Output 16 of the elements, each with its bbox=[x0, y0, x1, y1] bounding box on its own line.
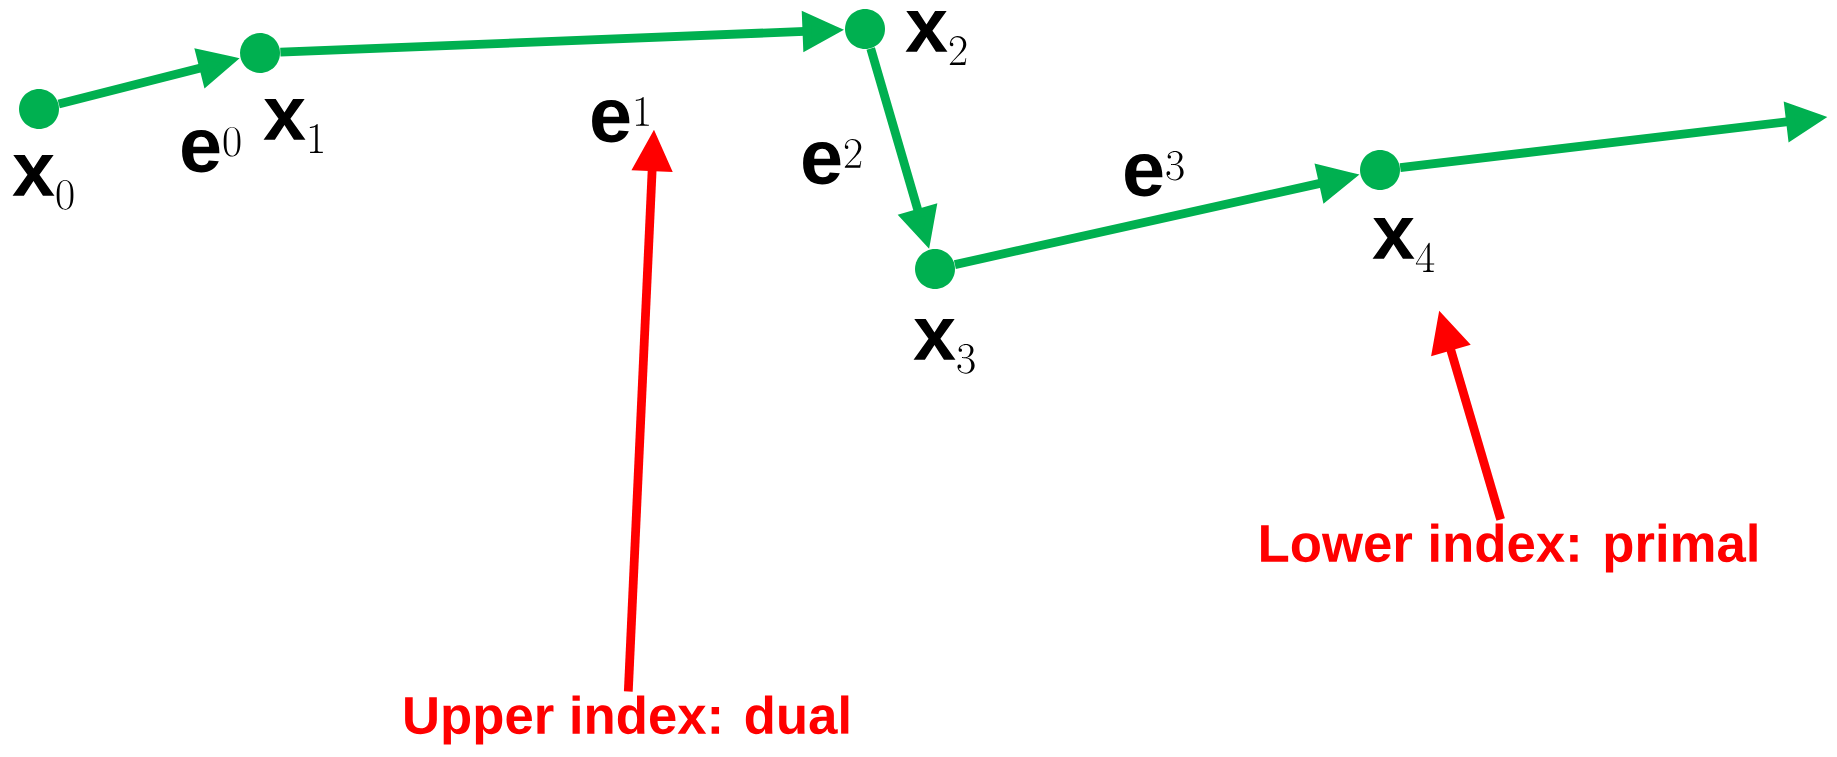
point-label: $\mathbf{x}_4$ bbox=[1372, 218, 1435, 272]
point-label: $\mathbf{x}_0$ bbox=[12, 155, 74, 210]
edge-label: $\mathbf{e}^1$ bbox=[592, 96, 649, 143]
point-dot bbox=[19, 89, 59, 129]
annotation-text: Upper index: dual bbox=[405, 695, 849, 745]
annotation-text: Lower index: primal bbox=[1261, 523, 1757, 573]
edge-label: $\mathbf{e}^3$ bbox=[1125, 150, 1184, 197]
point-label: $\mathbf{x}_2$ bbox=[905, 11, 967, 65]
point-dot bbox=[915, 249, 955, 289]
point-dot bbox=[240, 33, 280, 73]
edge-label: $\mathbf{e}^2$ bbox=[803, 138, 862, 185]
point-label: $\mathbf{x}_3$ bbox=[913, 319, 975, 374]
point-dot bbox=[845, 9, 885, 49]
point-label: $\mathbf{x}_1$ bbox=[263, 99, 323, 153]
edge-label: $\mathbf{e}^0$ bbox=[182, 126, 241, 173]
point-dot bbox=[1360, 150, 1400, 190]
